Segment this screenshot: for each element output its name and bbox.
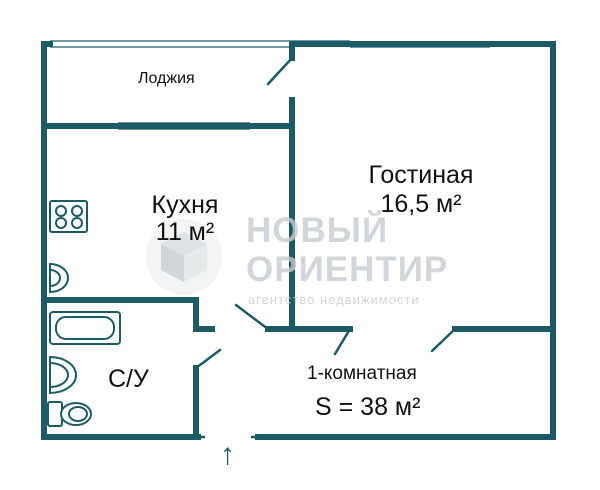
arrow-up-icon: ↑ <box>220 438 235 471</box>
room-label-loggia: Лоджия <box>138 70 195 87</box>
living-area: 16,5 м² <box>380 190 462 218</box>
outer-walls <box>41 41 556 440</box>
watermark-brand-line1: НОВЫЙ <box>246 211 389 250</box>
kitchen-bathroom-wall <box>41 297 270 332</box>
room-label-kitchen: Кухня 11 м² <box>140 192 230 246</box>
watermark-logo <box>146 219 222 295</box>
apartment-type: 1-комнатная <box>307 363 417 384</box>
stove-icon <box>49 200 88 233</box>
room-label-living: Гостиная 16,5 м² <box>355 161 487 219</box>
watermark-brand-line2: ОРИЕНТИР <box>246 250 449 289</box>
toilet-icon <box>47 401 92 427</box>
loggia-door <box>266 56 294 86</box>
kitchen-loggia-wall <box>41 122 295 130</box>
kitchen-area: 11 м² <box>155 218 215 246</box>
living-bottom-wall <box>265 326 556 356</box>
kitchen-door <box>234 303 270 331</box>
kitchen-sink-icon <box>49 262 69 294</box>
living-name: Гостиная <box>368 161 474 189</box>
apartment-area: S = 38 м² <box>315 393 421 421</box>
loggia-glazing <box>50 40 490 48</box>
watermark-brand: НОВЫЙ ОРИЕНТИР <box>246 211 448 289</box>
living-door <box>333 327 352 356</box>
bathroom-right-wall <box>193 348 222 440</box>
watermark-tagline: агентство недвижимости <box>248 292 420 307</box>
bathroom-sink-icon <box>49 355 77 395</box>
bathroom-door <box>194 348 222 370</box>
living-left-wall <box>266 41 295 332</box>
living-door-2 <box>430 327 457 353</box>
bathtub-icon <box>49 311 121 345</box>
kitchen-name: Кухня <box>151 191 219 219</box>
room-label-bathroom: С/У <box>108 365 149 393</box>
